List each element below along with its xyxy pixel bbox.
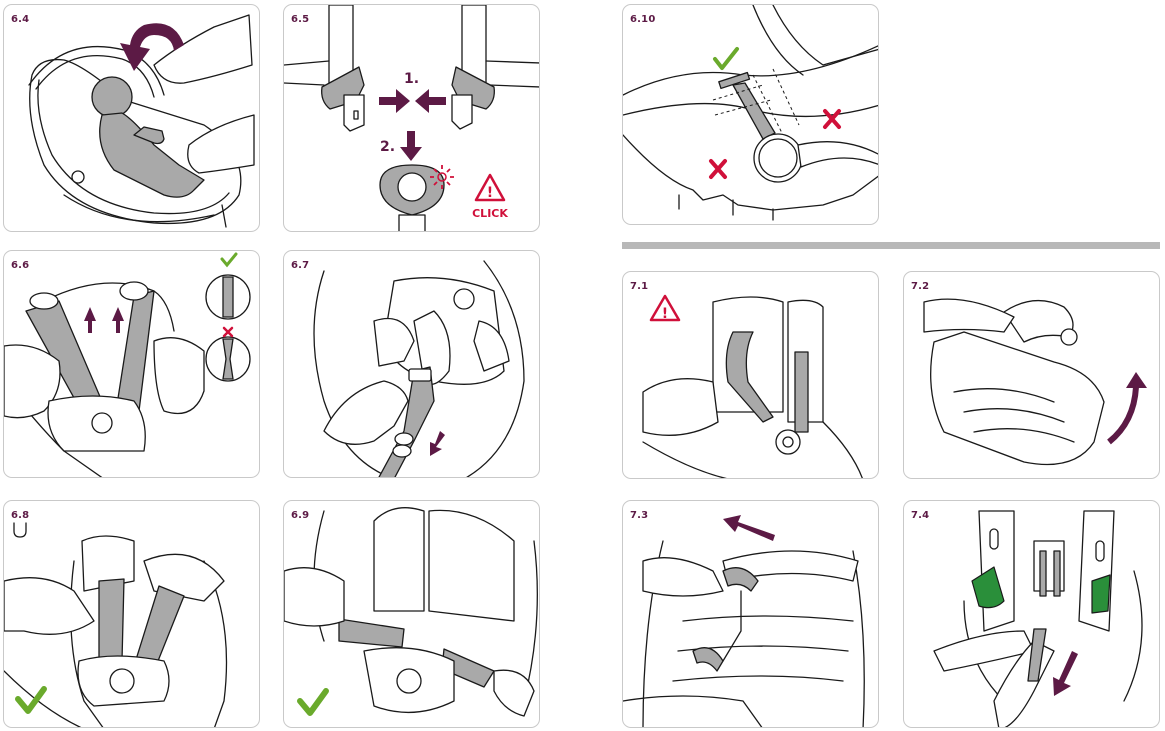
illustration-body-support-correct <box>284 507 538 717</box>
svg-text:!: ! <box>487 185 493 201</box>
arrow-icon <box>723 515 775 541</box>
panel-label: 6.5 <box>291 14 310 25</box>
illustration-buckle-tongues: 1. 2. ! CLICK <box>284 5 539 231</box>
click-burst-icon <box>430 165 454 189</box>
panel-6-9: 6.9 <box>283 500 540 728</box>
check-icon <box>220 252 238 268</box>
panel-label: 6.10 <box>630 14 656 25</box>
panel-label: 6.4 <box>11 14 30 25</box>
panel-label: 6.6 <box>11 260 30 271</box>
panel-7-3: 7.3 <box>622 500 879 728</box>
panel-6-6: 6.6 <box>3 250 260 478</box>
illustration-place-baby-in-seat <box>28 14 255 228</box>
panel-6-4: 6.4 <box>3 4 260 232</box>
panel-label: 6.8 <box>11 510 30 521</box>
svg-text:!: ! <box>662 306 668 322</box>
panel-7-2: 7.2 <box>903 271 1160 479</box>
panel-6-10: 6.10 <box>622 4 879 225</box>
cross-icon <box>709 159 727 179</box>
warning-icon: ! <box>474 173 506 202</box>
panel-6-5: 6.5 1. 2. ! CLICK <box>283 4 540 232</box>
cross-icon <box>222 326 234 338</box>
click-label: CLICK <box>472 207 508 220</box>
cross-icon <box>823 109 841 129</box>
arrow-icon <box>1053 651 1078 696</box>
arrow-icon <box>379 89 410 113</box>
panel-label: 6.7 <box>291 260 310 271</box>
check-icon <box>713 47 739 70</box>
panel-label: 7.3 <box>630 510 649 521</box>
arrow-icon <box>84 307 96 333</box>
arrow-icon <box>430 431 445 456</box>
illustration-pull-straps-up <box>4 252 251 477</box>
check-icon <box>15 686 47 714</box>
panel-label: 7.1 <box>630 281 649 292</box>
arrow-icon <box>112 307 124 333</box>
illustration-shoulder-pads-correct <box>4 522 228 727</box>
illustration-remove-harness: ! <box>642 294 863 478</box>
panel-label: 7.4 <box>911 510 930 521</box>
arrow-icon <box>415 89 446 113</box>
illustration-release-buckle <box>933 510 1143 727</box>
illustration-tighten-harness <box>313 260 525 477</box>
panel-6-8: 6.8 <box>3 500 260 728</box>
panel-label: 7.2 <box>911 281 930 292</box>
check-icon <box>297 688 329 716</box>
step-2-label: 2. <box>380 139 395 155</box>
illustration-remove-shoulder-pads <box>623 515 865 727</box>
arrow-icon <box>1107 386 1139 445</box>
panel-6-7: 6.7 <box>283 250 540 478</box>
panel-label: 6.9 <box>291 510 310 521</box>
step-1-label: 1. <box>404 71 419 87</box>
arrow-icon <box>120 23 184 71</box>
section-divider <box>622 242 1160 249</box>
warning-icon: ! <box>649 294 681 322</box>
panel-7-4: 7.4 <box>903 500 1160 728</box>
arrow-icon <box>400 131 422 161</box>
panel-7-1: 7.1 ! <box>622 271 879 479</box>
illustration-strap-correct-position <box>623 5 878 221</box>
illustration-flip-seat <box>923 298 1147 466</box>
